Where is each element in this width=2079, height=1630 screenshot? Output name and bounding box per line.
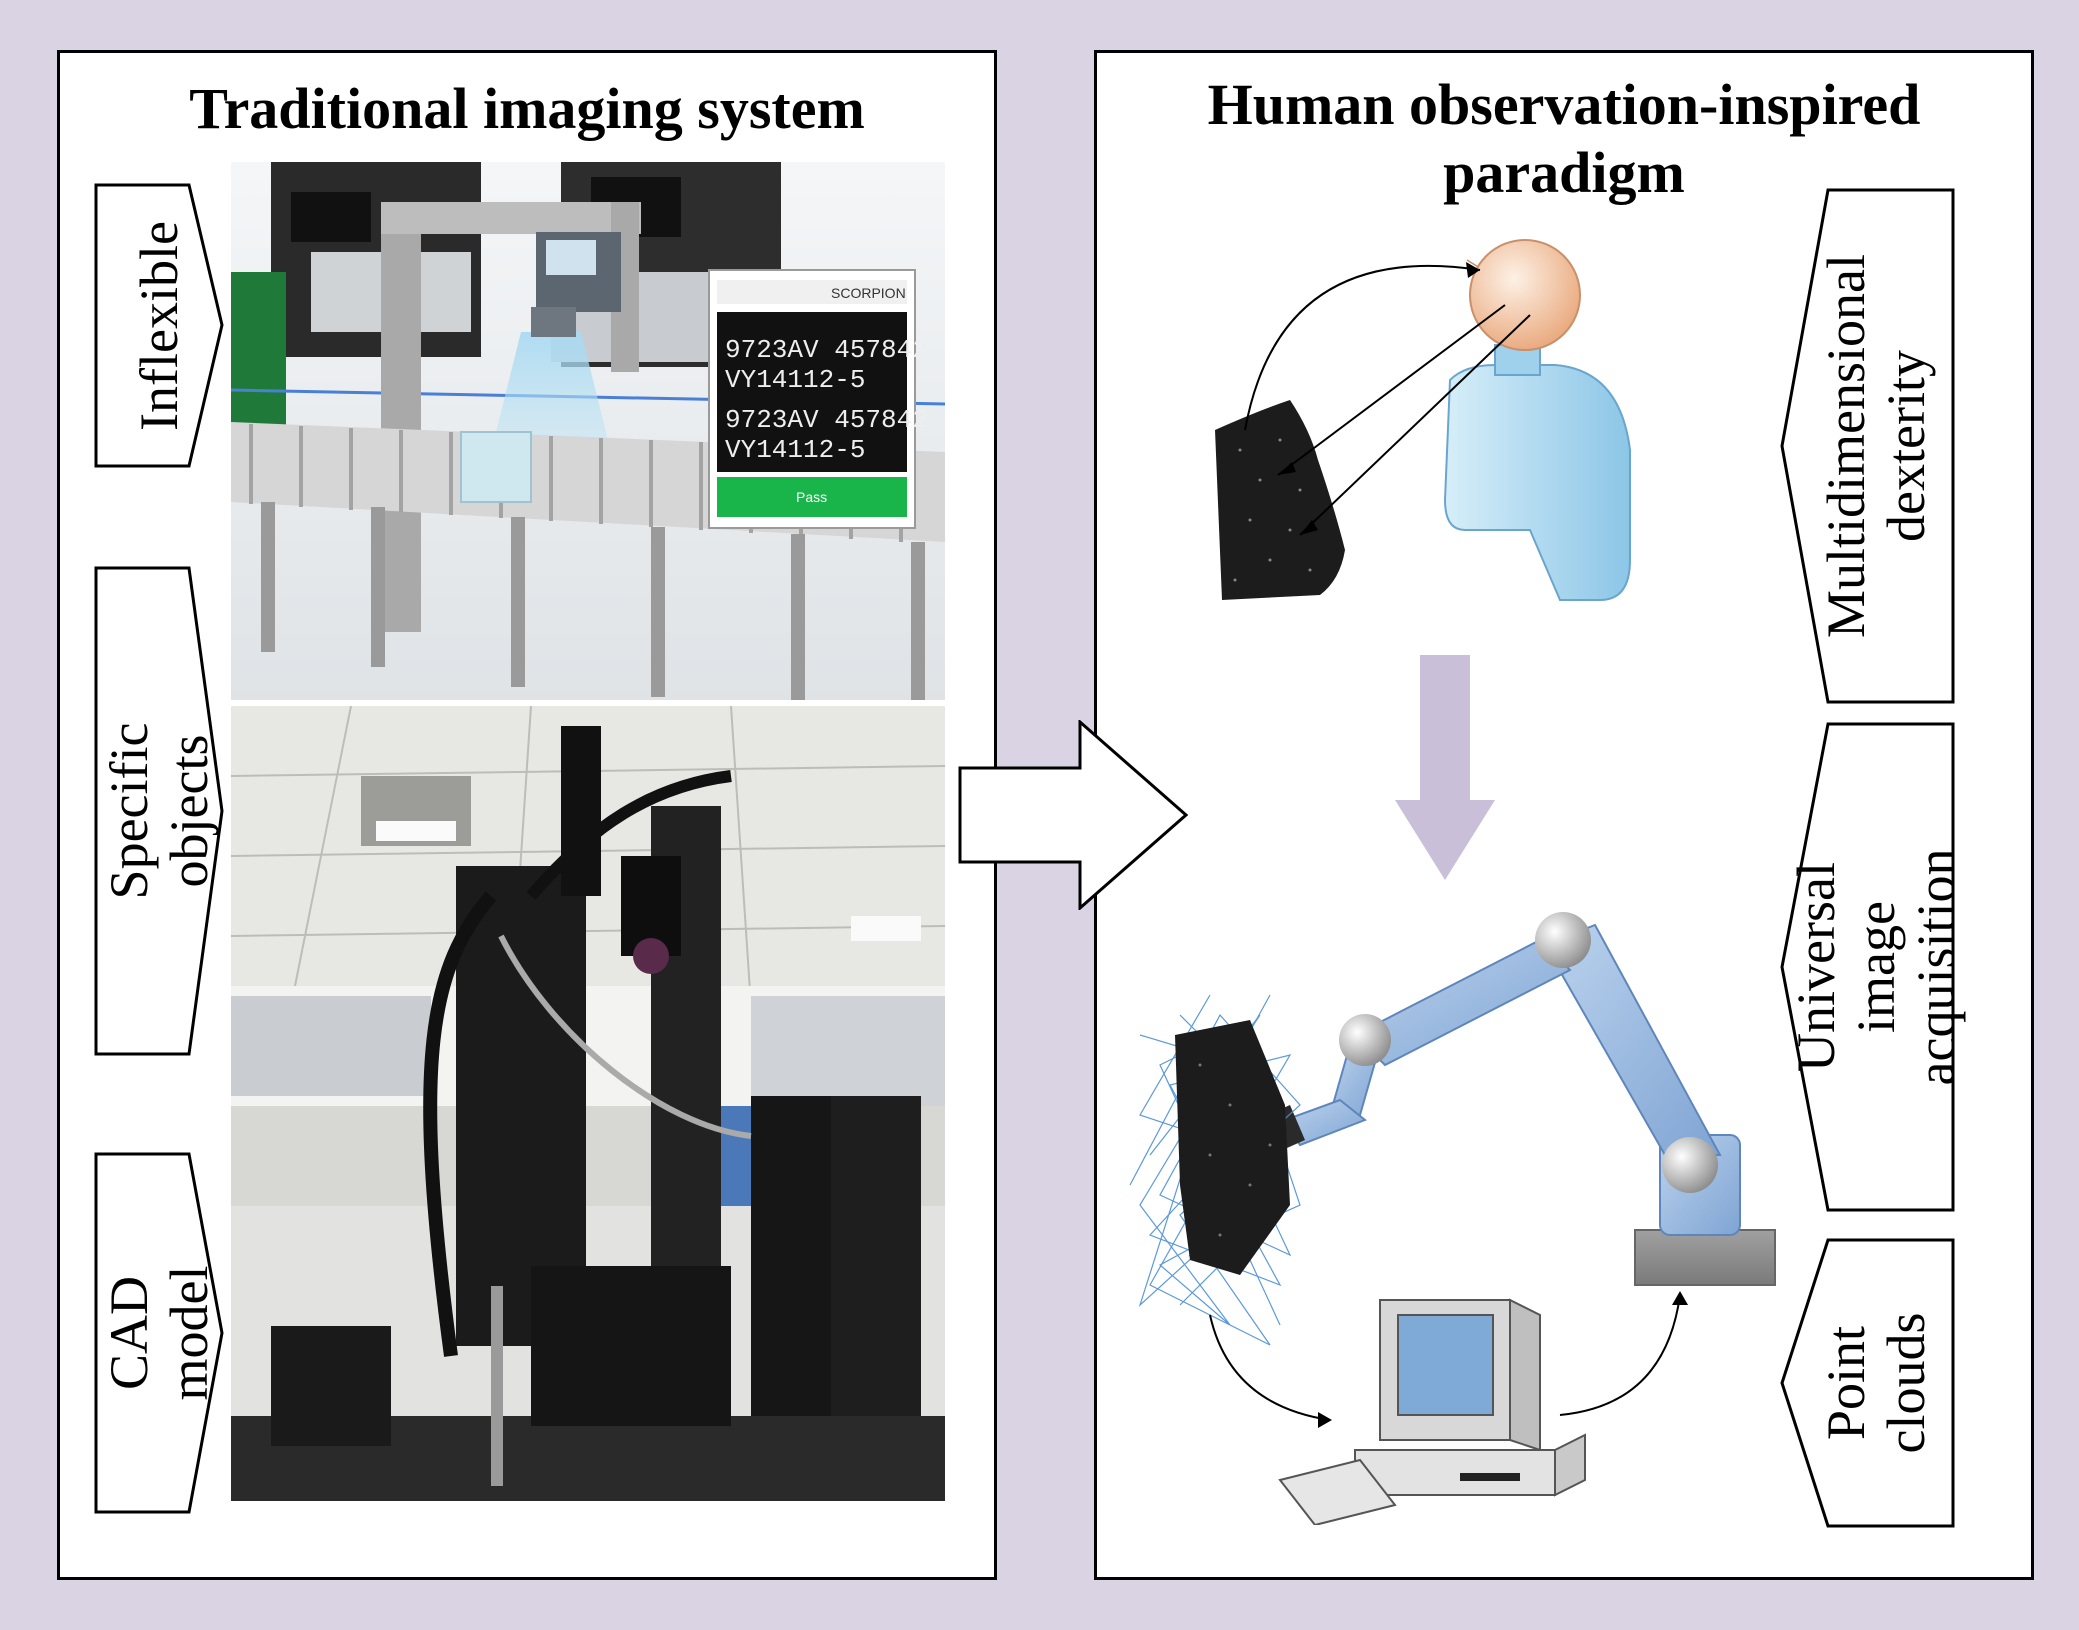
lab-imaging-rig-photo (231, 706, 945, 1501)
factory-inspection-photo: SCORPION 9723AV 457842 VY14112-5 9723AV … (231, 162, 945, 700)
tag-cad-model: CAD model (94, 1152, 224, 1514)
tag-inflexible-label: Inflexible (129, 220, 189, 431)
human-observation-illustration (1200, 230, 1680, 630)
tag-cad-model-label: CAD model (99, 1265, 219, 1401)
tag-universal-label: Universal image acquisition (1786, 848, 1967, 1086)
screen-code-2: VY14112-5 (725, 365, 865, 395)
tag-specific-objects-label: Specific objects (99, 722, 219, 900)
screen-code-4: VY14112-5 (725, 435, 865, 465)
tag-multidimensional-dexterity: Multidimensional dexterity (1780, 188, 1955, 704)
transition-arrow (958, 718, 1189, 912)
tag-point-clouds: Point clouds (1780, 1238, 1955, 1528)
down-arrow (1395, 655, 1495, 880)
screen-code-3: 9723AV 457842 (725, 405, 928, 435)
tag-inflexible: Inflexible (94, 183, 224, 468)
screen-brand: SCORPION (831, 285, 906, 301)
right-panel-title: Human observation-inspired paradigm (1207, 72, 1921, 205)
screen-status: Pass (796, 489, 827, 505)
tag-dexterity-label: Multidimensional dexterity (1816, 254, 1937, 638)
tag-specific-objects: Specific objects (94, 566, 224, 1056)
screen-code-1: 9723AV 457842 (725, 335, 928, 365)
tag-universal-image-acquisition: Universal image acquisition (1780, 722, 1966, 1212)
tag-point-clouds-label: Point clouds (1816, 1312, 1937, 1454)
robot-acquisition-illustration (1120, 905, 1800, 1527)
left-panel-title: Traditional imaging system (189, 76, 865, 141)
